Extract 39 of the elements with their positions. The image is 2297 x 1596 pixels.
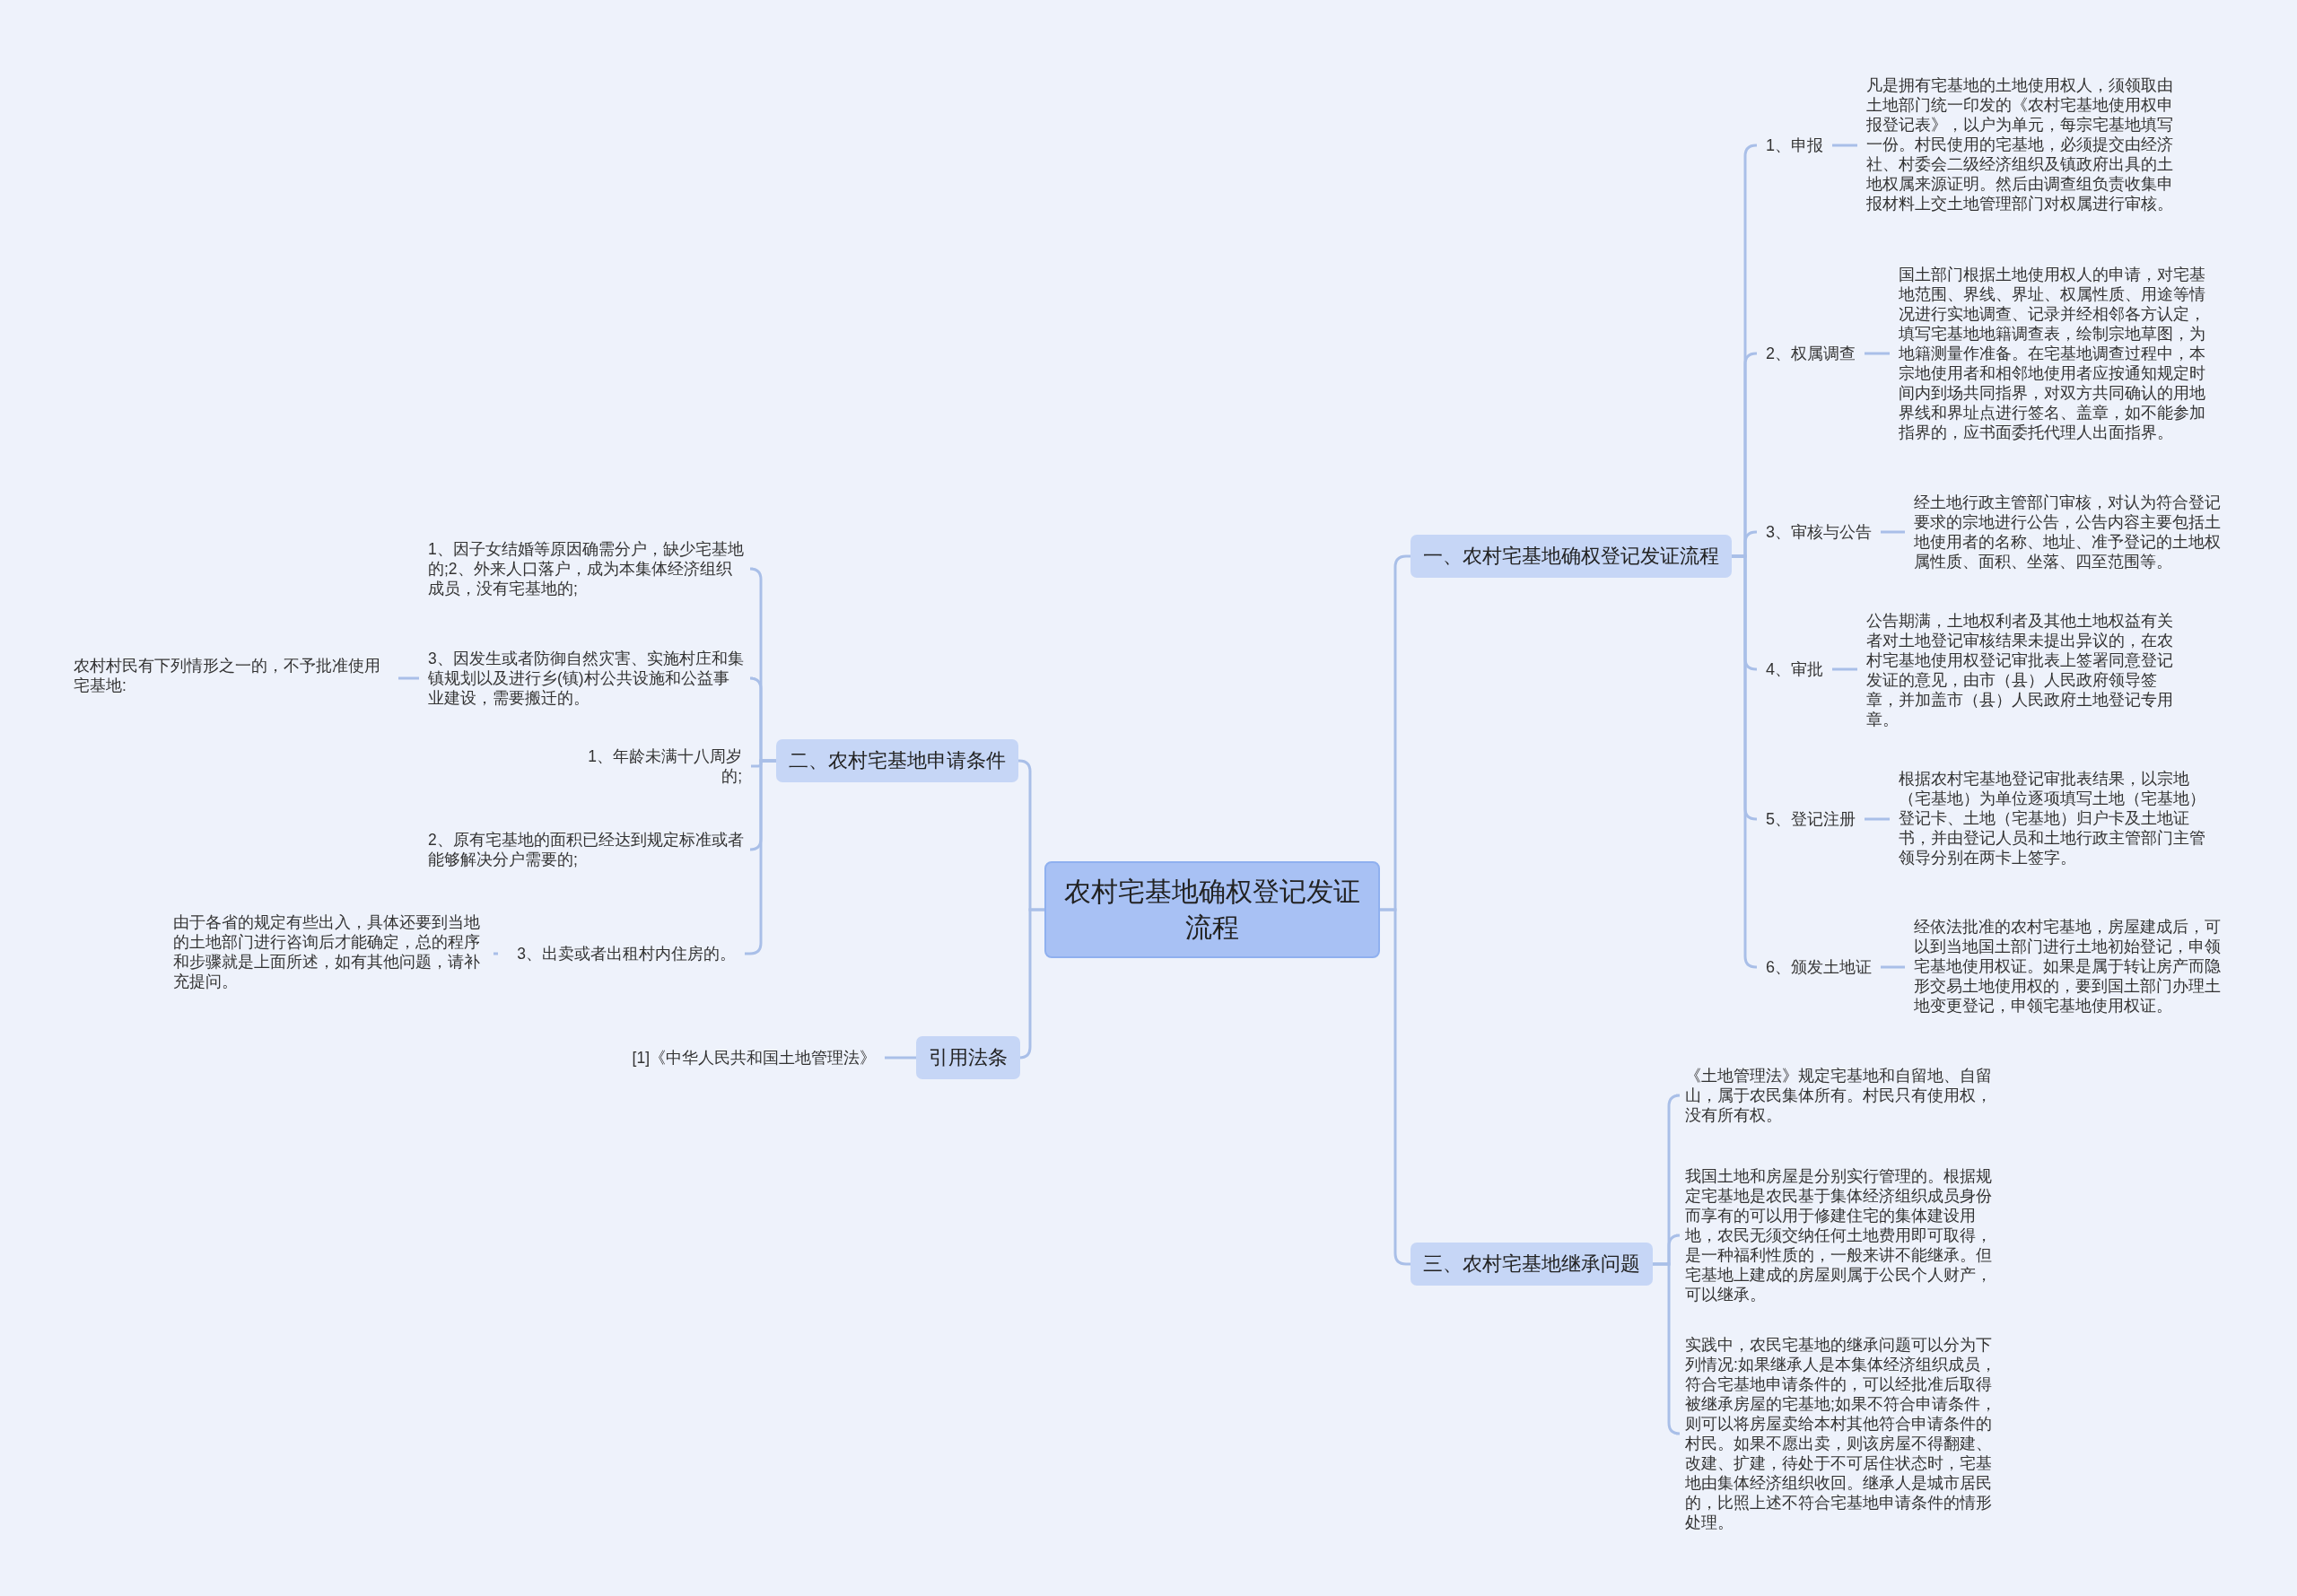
connector-line [1653,1262,1681,1435]
connector-line [1865,352,1890,355]
subtopic-label: 4、审批 [1766,658,1823,680]
note-text: 由于各省的规定有些出入，具体还要到当地的土地部门进行咨询后才能确定，总的程序和步骤就是上面所述，如有其他问题，请补充提问。 [173,912,489,991]
subtopic-label: 1、申报 [1766,135,1823,156]
connector-line [398,676,419,680]
subtopic-label: 3、审核与公告 [1766,521,1872,543]
note-text: 1、因子女结婚等原因确需分户，缺少宅基地的;2、外来人口落户，成为本集体经济组织成员，没有宅基地的; [428,539,744,598]
note-text: 《土地管理法》规定宅基地和自留地、自留山，属于农民集体所有。村民只有使用权，没有所有权。 [1685,1066,2001,1125]
connector-line [493,952,498,955]
note-text: 经依法批准的农村宅基地，房屋建成后，可以到当地国土部门进行土地初始登记，申领宅基地使用权证。如果是属于转让房产而隐形交易土地使用权的，要到国土部门办理土地变更登记，申领宅基地使用权证。 [1914,917,2230,1016]
connector-line [1881,965,1905,969]
note-text: 经土地行政主管部门审核，对认为符合登记要求的宗地进行公告，公告内容主要包括土地使用者的名称、地址、准予登记的土地权属性质、面积、坐落、四至范围等。 [1914,493,2230,571]
note-text: 3、因发生或者防御自然灾害、实施村庄和集镇规划以及进行乡(镇)村公共设施和公益事业建设，需要搬迁的。 [428,649,744,708]
connector-line [1732,554,1758,969]
note-text: 我国土地和房屋是分别实行管理的。根据规定宅基地是农民基于集体经济组织成员身份而享有的可以用于修建住宅的集体建设用地，农民无须交纳任何土地费用即可取得，是一种福利性质的，一般来讲不能继承。但宅基地上建成的房屋则属于公民个人财产，可以继承。 [1685,1166,2001,1304]
note-text: 凡是拥有宅基地的土地使用权人，须领取由土地部门统一印发的《农村宅基地使用权申报登记表》，以户为单元，每宗宅基地填写一份。村民使用的宅基地，必须提交由经济社、村委会二级经济组织及镇政府出具的土地权属来源证明。然后由调查组负责收集申报材料上交土地管理部门对权属进行审核。 [1866,75,2182,214]
subtopic-label: 6、颁发土地证 [1766,956,1872,978]
central-topic-box: 农村宅基地确权登记发证流程 [1044,861,1380,958]
connector-line [1865,817,1890,821]
connector-line [885,1056,916,1060]
note-text: 公告期满，土地权利者及其他土地权益有关者对土地登记审核结果未提出异议的，在农村宅基地使用权登记审批表上签署同意登记发证的意见，由市（县）人民政府领导签章，并加盖市（县）人民政府土地登记专用章。 [1866,611,2182,729]
topic-box: 一、农村宅基地确权登记发证流程 [1411,535,1732,578]
note-text: 国土部门根据土地使用权人的申请，对宅基地范围、界线、界址、权属性质、用途等情况进行实地调查、记录并经相邻各方认定，填写宅基地地籍调查表，绘制宗地草图，为地籍测量作准备。在宅基地调查过程中，本宗地使用者和相邻地使用者应按通知规定时间内到场共同指界，对双方共同确认的用地界线和界址点进行签名、盖章，如不能参加指界的，应书面委托代理人出面指界。 [1899,265,2214,442]
note-text: [1]《中华人民共和国土地管理法》 [628,1048,876,1068]
note-text: 农村村民有下列情形之一的，不予批准使用宅基地: [74,656,389,695]
connector-line [1832,667,1857,671]
connector-line [1881,530,1905,534]
note-text: 实践中，农民宅基地的继承问题可以分为下列情况:如果继承人是本集体经济组织成员，符合宅基地申请条件的，可以经批准后取得被继承房屋的宅基地;如果不符合申请条件，则可以将房屋卖给本村其他符合申请条件的村民。如果不愿出卖，则该房屋不得翻建、改建、扩建，待处于不可居住状态时，宅基地由集体经济组织收回。继承人是城市居民的，比照上述不符合宅基地申请条件的情形处理。 [1685,1335,2001,1532]
connector-line [1832,144,1857,147]
subtopic-label: 2、权属调查 [1766,343,1856,364]
topic-box: 三、农村宅基地继承问题 [1411,1243,1653,1286]
note-text: 1、年龄未满十八周岁的; [572,746,742,786]
topic-box: 二、农村宅基地申请条件 [776,739,1018,782]
note-text: 3、出卖或者出租村内住房的。 [502,944,736,964]
note-text: 根据农村宅基地登记审批表结果，以宗地（宅基地）为单位逐项填写土地（宅基地）登记卡、土地（宅基地）归户卡及土地证书，并由登记人员和土地行政主管部门主管领导分别在两卡上签字。 [1899,769,2214,868]
topic-box: 引用法条 [916,1036,1020,1079]
subtopic-label: 5、登记注册 [1766,808,1856,830]
note-text: 2、原有宅基地的面积已经达到规定标准或者能够解决分户需要的; [428,830,744,869]
